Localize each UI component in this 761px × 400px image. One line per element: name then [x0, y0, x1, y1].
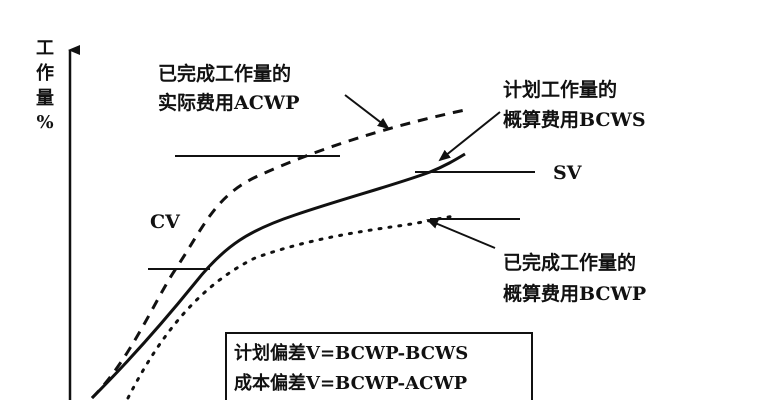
cv-label: CV	[150, 211, 181, 233]
formula-line-1: 计划偏差V=BCWP-BCWS	[234, 342, 468, 364]
bcwp-curve	[126, 214, 457, 400]
y-axis-label-3: 量	[36, 87, 54, 109]
y-axis-label-1: 工	[36, 38, 54, 59]
sv-label: SV	[553, 162, 583, 184]
acwp-curve	[90, 108, 466, 400]
acwp-arrow	[344, 94, 390, 130]
bcws-label-line-1: 计划工作量的	[503, 78, 617, 101]
acwp-label-line-2: 实际费用ACWP	[158, 91, 300, 114]
y-axis-label-4: %	[36, 112, 53, 133]
formula-box	[225, 332, 533, 400]
bcwp-label-line-1: 已完成工作量的	[503, 251, 636, 274]
acwp-label-line-1: 已完成工作量的	[158, 62, 291, 85]
bcws-arrow	[438, 111, 501, 162]
formula-line-2: 成本偏差V=BCWP-ACWP	[234, 372, 468, 394]
bcwp-label-line-2: 概算费用BCWP	[503, 282, 646, 305]
bcws-label-line-2: 概算费用BCWS	[503, 108, 646, 131]
y-axis-label-2: 作	[36, 62, 54, 84]
bcwp-arrow	[426, 219, 496, 249]
